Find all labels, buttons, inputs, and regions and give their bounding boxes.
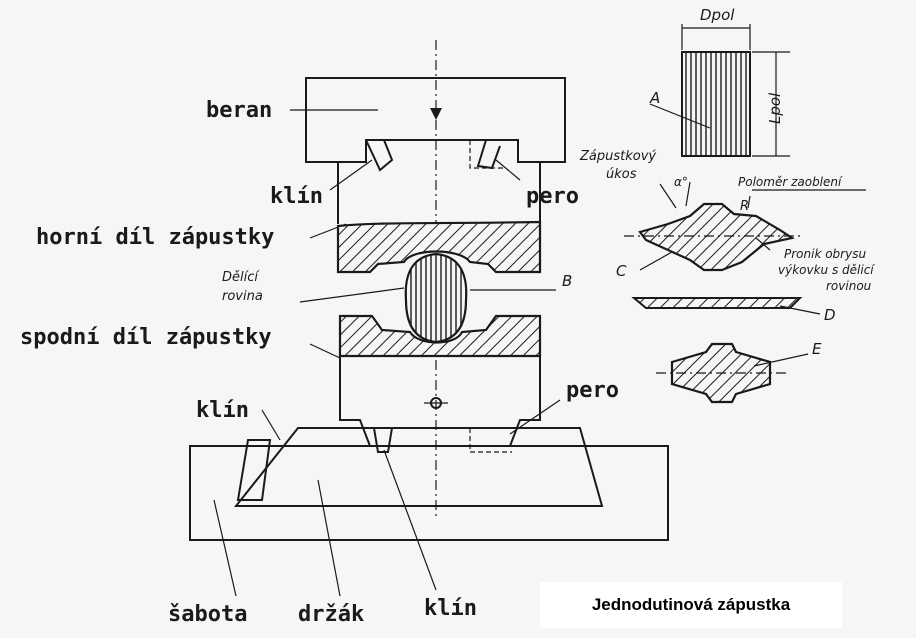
label-klin-top: klín bbox=[270, 184, 323, 209]
label-e: E bbox=[812, 340, 822, 358]
label-drzak: držák bbox=[298, 602, 364, 627]
label-spodni: spodní díl zápustky bbox=[20, 325, 272, 350]
billet-a bbox=[681, 51, 751, 157]
lower-key-pero bbox=[469, 428, 512, 453]
label-dpol: Dpol bbox=[700, 6, 735, 24]
label-pronik-1: Pronik obrysu bbox=[784, 247, 866, 261]
label-pero-top: pero bbox=[526, 184, 579, 209]
leader-pero-top bbox=[495, 159, 521, 181]
leader-d bbox=[779, 305, 821, 315]
leader-klin-bottom bbox=[383, 449, 437, 591]
lower-die-section bbox=[338, 314, 542, 358]
label-horni: horní díl zápustky bbox=[36, 225, 274, 250]
label-c: C bbox=[616, 262, 627, 280]
label-delici-2: rovina bbox=[222, 289, 263, 304]
ram-key-shape bbox=[476, 139, 501, 170]
leader-pronik bbox=[755, 237, 771, 251]
ram-beran bbox=[305, 77, 566, 163]
label-klin-left: klín bbox=[196, 398, 249, 423]
anvil-sabota bbox=[189, 445, 669, 541]
leader-horni bbox=[309, 223, 347, 239]
upper-die-body bbox=[337, 161, 541, 224]
label-ukos-2: úkos bbox=[606, 167, 637, 182]
leader-polomer bbox=[747, 195, 751, 209]
label-pronik-2: výkovku s dělicí bbox=[778, 263, 875, 277]
label-b: B bbox=[562, 272, 572, 290]
upper-die-section bbox=[336, 220, 542, 274]
forging-c bbox=[638, 202, 795, 272]
ram-arrow-icon bbox=[430, 108, 442, 120]
label-d: D bbox=[824, 306, 836, 324]
flash-d bbox=[631, 297, 803, 309]
label-r: R bbox=[740, 199, 749, 214]
label-angle: α° bbox=[674, 175, 688, 189]
leader-pero-bottom bbox=[509, 399, 561, 435]
leader-drzak bbox=[317, 479, 341, 597]
label-delici-1: Dělící bbox=[222, 270, 260, 285]
caption: Jednodutinová zápustka bbox=[540, 582, 842, 628]
leader-klin-left bbox=[261, 409, 281, 441]
leader-e bbox=[753, 353, 809, 367]
label-ukos-1: Zápustkový bbox=[579, 149, 656, 164]
label-pronik-3: rovinou bbox=[826, 279, 872, 293]
leader-a bbox=[649, 103, 711, 129]
leader-sabota bbox=[213, 499, 237, 597]
label-klin-bottom: klín bbox=[424, 596, 477, 621]
holder-drzak bbox=[233, 427, 604, 507]
label-a: A bbox=[649, 89, 660, 107]
label-sabota: šabota bbox=[168, 602, 247, 627]
forging-b bbox=[404, 252, 468, 344]
ram-key-pero bbox=[469, 140, 505, 169]
angle-leg-2 bbox=[685, 181, 691, 207]
label-beran: beran bbox=[206, 98, 272, 123]
lower-wedge-shape bbox=[372, 427, 394, 453]
leader-klin-top bbox=[329, 159, 373, 191]
leader-c bbox=[639, 251, 673, 271]
ram-wedge-shape bbox=[365, 139, 394, 172]
holder-wedge-shape bbox=[236, 439, 272, 501]
label-lpol: Lpol bbox=[766, 92, 784, 124]
angle-leg-1 bbox=[659, 183, 677, 209]
label-pero-bottom: pero bbox=[566, 378, 619, 403]
leader-rovina bbox=[299, 287, 405, 303]
leader-spodni bbox=[309, 343, 341, 359]
label-polomer: Poloměr zaoblení bbox=[738, 175, 843, 189]
